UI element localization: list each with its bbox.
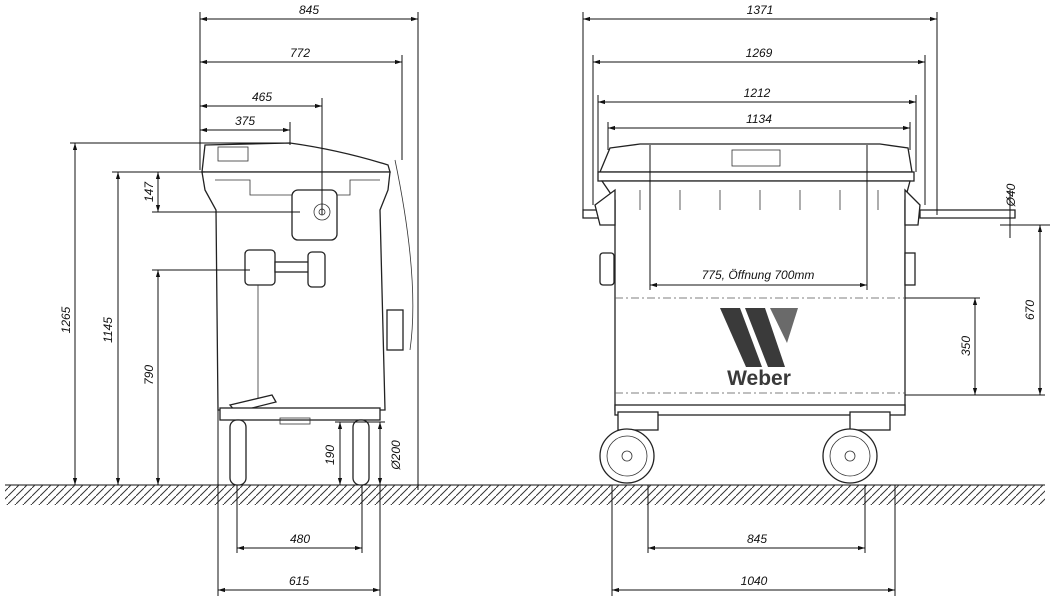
dim-label: 1134 <box>746 112 772 126</box>
dim-label: 190 <box>323 445 337 465</box>
dim-label: 775, Öffnung 700mm <box>702 268 815 282</box>
dim-label: 772 <box>290 46 310 60</box>
dim-label: 1212 <box>744 86 771 100</box>
dim-label: 375 <box>235 114 255 128</box>
dim-label: 147 <box>142 181 156 202</box>
front-view-dimensions: 1371 1269 1212 1134 775, Öffnung 700mm Ø… <box>582 3 1050 596</box>
dim-label: 1371 <box>747 3 774 17</box>
dim-label: 1040 <box>741 574 768 588</box>
weber-logo: Weber <box>720 308 798 390</box>
dim-label: 1145 <box>101 317 115 343</box>
dim-label: 845 <box>747 532 767 546</box>
dim-label: 845 <box>299 3 319 17</box>
side-view-bin <box>201 142 414 486</box>
dim-label: 670 <box>1023 300 1037 320</box>
dim-label: Ø40 <box>1004 183 1018 207</box>
dim-label: 615 <box>289 574 309 588</box>
ground <box>5 484 1045 505</box>
logo-text: Weber <box>727 367 791 390</box>
dim-label: 465 <box>252 90 272 104</box>
dim-label: 790 <box>142 365 156 385</box>
wheel-left <box>599 411 659 484</box>
dim-label: Ø200 <box>389 440 403 471</box>
dim-label: 1269 <box>746 46 773 60</box>
dim-label: 1265 <box>59 306 73 333</box>
wheel-right <box>822 411 891 484</box>
front-view-bin: Weber <box>582 143 1016 484</box>
side-view-dimensions: 845 772 465 375 1265 1145 790 147 190 Ø2… <box>59 3 419 596</box>
dim-label: 480 <box>290 532 310 546</box>
dim-label: 350 <box>959 336 973 356</box>
